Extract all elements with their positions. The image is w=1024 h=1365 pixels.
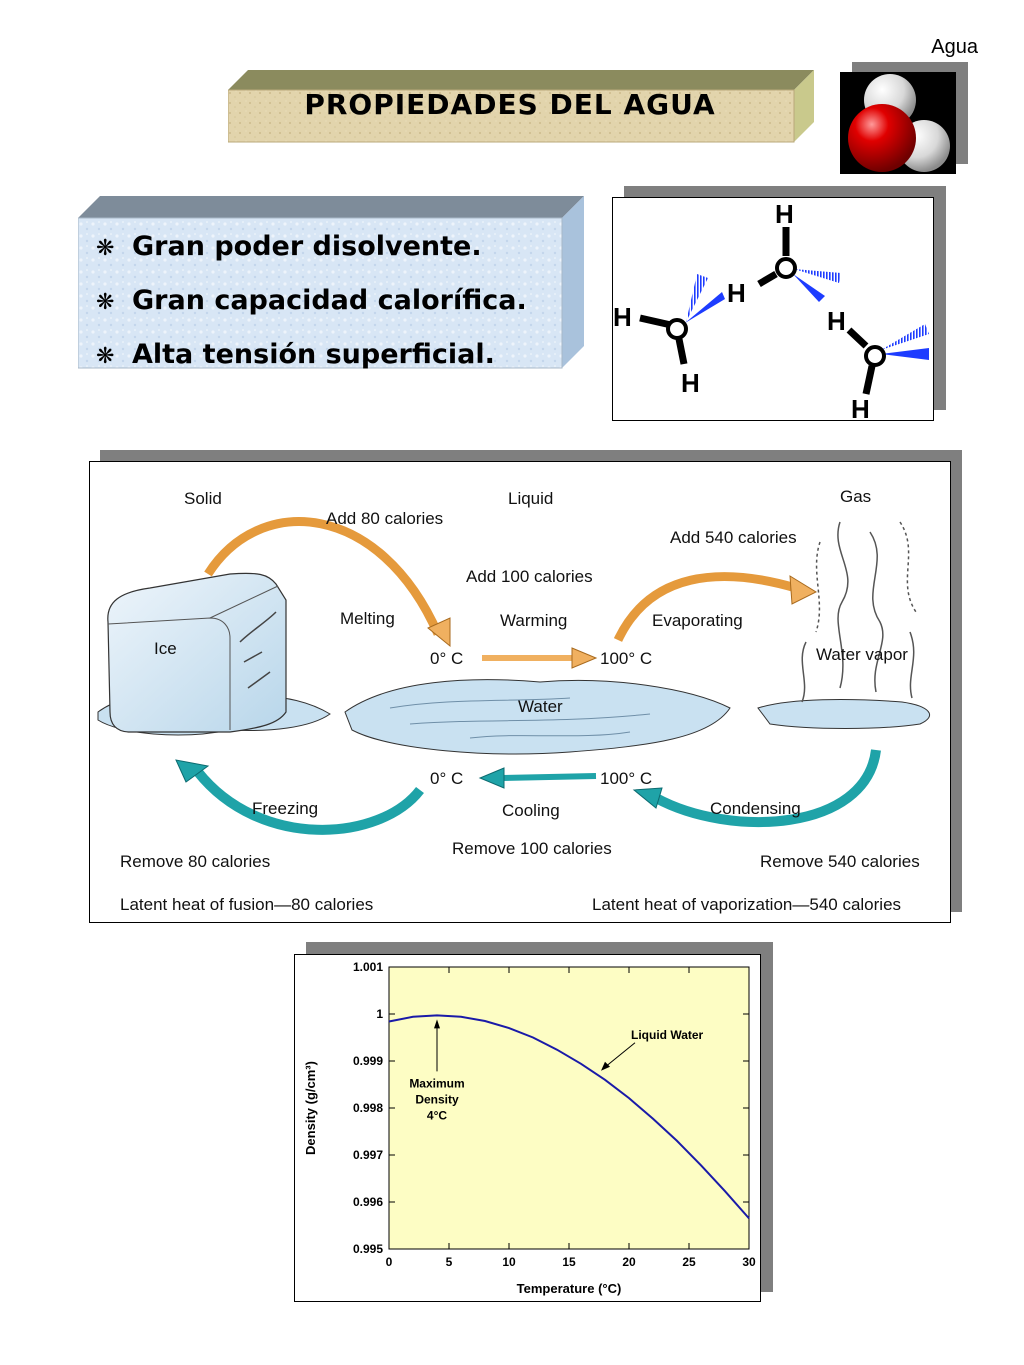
x-tick-label: 15 xyxy=(562,1255,576,1269)
phase-label-solid: Solid xyxy=(184,489,222,508)
wedge-bond xyxy=(793,274,825,302)
dashed-bond xyxy=(881,324,929,350)
y-axis-label: Density (g/cm³) xyxy=(303,1061,318,1155)
water-vapor-label: Water vapor xyxy=(816,645,908,664)
x-tick-label: 30 xyxy=(742,1255,756,1269)
oxygen-atom xyxy=(775,257,797,279)
title-banner xyxy=(228,70,814,143)
melt-heat-label: Add 80 calories xyxy=(326,509,443,528)
liquid-water-arrow xyxy=(602,1042,636,1070)
y-tick-label: 0.999 xyxy=(353,1054,383,1068)
y-tick-label: 1.001 xyxy=(353,960,383,974)
oxygen-atom xyxy=(666,318,688,340)
property-item: ❋ Alta tensión superficial. xyxy=(96,334,527,388)
max-density-annotation: Density xyxy=(415,1092,459,1106)
property-text: Alta tensión superficial. xyxy=(132,339,495,370)
hydrogen-label: H xyxy=(827,306,846,336)
x-tick-label: 20 xyxy=(622,1255,636,1269)
melting-label: Melting xyxy=(340,609,395,628)
snowflake-bullet-icon: ❋ xyxy=(96,236,115,261)
dashed-bond xyxy=(686,274,708,322)
water-molecule-icon xyxy=(840,72,956,174)
wedge-bond xyxy=(685,292,725,323)
oxygen-atom xyxy=(864,345,886,367)
y-tick-label: 0.995 xyxy=(353,1242,383,1256)
freezing-label: Freezing xyxy=(252,799,318,818)
ice-cube-icon xyxy=(107,572,287,733)
x-tick-label: 10 xyxy=(502,1255,516,1269)
temp-0-top: 0° C xyxy=(430,649,463,668)
temp-0-bottom: 0° C xyxy=(430,769,463,788)
hydrogen-label: H xyxy=(851,394,870,420)
phase-label-liquid: Liquid xyxy=(508,489,553,508)
max-density-annotation: 4°C xyxy=(427,1108,447,1122)
x-tick-label: 5 xyxy=(446,1255,453,1269)
max-density-arrowhead xyxy=(434,1019,440,1029)
snowflake-bullet-icon: ❋ xyxy=(96,290,115,315)
temp-100-top: 100° C xyxy=(600,649,652,668)
condensing-label: Condensing xyxy=(710,799,801,818)
properties-list: ❋ Gran poder disolvente. ❋ Gran capacidad … xyxy=(96,226,527,388)
ice-label: Ice xyxy=(154,639,177,658)
vapor-wisps-icon xyxy=(801,521,917,703)
property-text: Gran poder disolvente. xyxy=(132,231,482,262)
density-chart: 0 5 10 15 20 25 30 0.995 0.996 0.997 0.998 0.999 1 1.… xyxy=(303,960,756,1296)
page-title: PROPIEDADES DEL AGUA xyxy=(304,88,716,121)
dashed-bond xyxy=(794,269,841,283)
warming-label: Warming xyxy=(500,611,567,630)
property-item: ❋ Gran poder disolvente. xyxy=(96,226,527,280)
latent-vaporization-label: Latent heat of vaporization—540 calories xyxy=(592,895,901,914)
hydrogen-label: H xyxy=(681,368,700,398)
temp-100-bottom: 100° C xyxy=(600,769,652,788)
remove-540-label: Remove 540 calories xyxy=(760,852,920,871)
properties-box xyxy=(78,196,584,369)
hydrogen-bond-frame: H H H H H H xyxy=(612,197,934,424)
cooling-label: Cooling xyxy=(502,801,560,820)
series-liquid-water-line xyxy=(388,1014,750,1220)
series-label-liquid-water: Liquid Water xyxy=(631,1028,704,1042)
property-text: Gran capacidad calorífica. xyxy=(132,285,527,316)
water-label: Water xyxy=(518,697,563,716)
evap-heat-label: Add 540 calories xyxy=(670,528,797,547)
density-chart-frame: 0 5 10 15 20 25 30 0.995 0.996 0.997 0.998 0.999 1 1.… xyxy=(294,954,761,1302)
y-tick-label: 0.997 xyxy=(353,1148,383,1162)
hydrogen-label: H xyxy=(613,302,632,332)
y-tick-label: 0.998 xyxy=(353,1101,383,1115)
phase-diagram-frame: Solid Liquid Gas Add 80 calories Add 540… xyxy=(89,461,951,923)
latent-fusion-label: Latent heat of fusion—80 calories xyxy=(120,895,373,914)
snowflake-bullet-icon: ❋ xyxy=(96,344,115,369)
remove-100-label: Remove 100 calories xyxy=(452,839,612,858)
phase-label-gas: Gas xyxy=(840,487,871,506)
warm-heat-label: Add 100 calories xyxy=(466,567,593,586)
hydrogen-label: H xyxy=(775,199,794,229)
x-tick-label: 25 xyxy=(682,1255,696,1269)
remove-80-label: Remove 80 calories xyxy=(120,852,270,871)
y-tick-label: 1 xyxy=(376,1007,383,1021)
max-density-annotation: Maximum xyxy=(409,1076,464,1090)
phase-change-diagram: Solid Liquid Gas Add 80 calories Add 540… xyxy=(97,487,931,914)
evaporating-label: Evaporating xyxy=(652,611,743,630)
y-tick-label: 0.996 xyxy=(353,1195,383,1209)
wedge-bond xyxy=(881,348,929,360)
x-axis-label: Temperature (°C) xyxy=(517,1281,622,1296)
x-tick-label: 0 xyxy=(386,1255,393,1269)
liquid-water-arrowhead xyxy=(601,1061,610,1071)
page-header-tag: Agua xyxy=(931,36,978,58)
hydrogen-label: H xyxy=(727,278,746,308)
hydrogen-bond-diagram: H H H H H H xyxy=(613,199,929,424)
water-puddle xyxy=(344,679,731,755)
property-item: ❋ Gran capacidad calorífica. xyxy=(96,280,527,334)
